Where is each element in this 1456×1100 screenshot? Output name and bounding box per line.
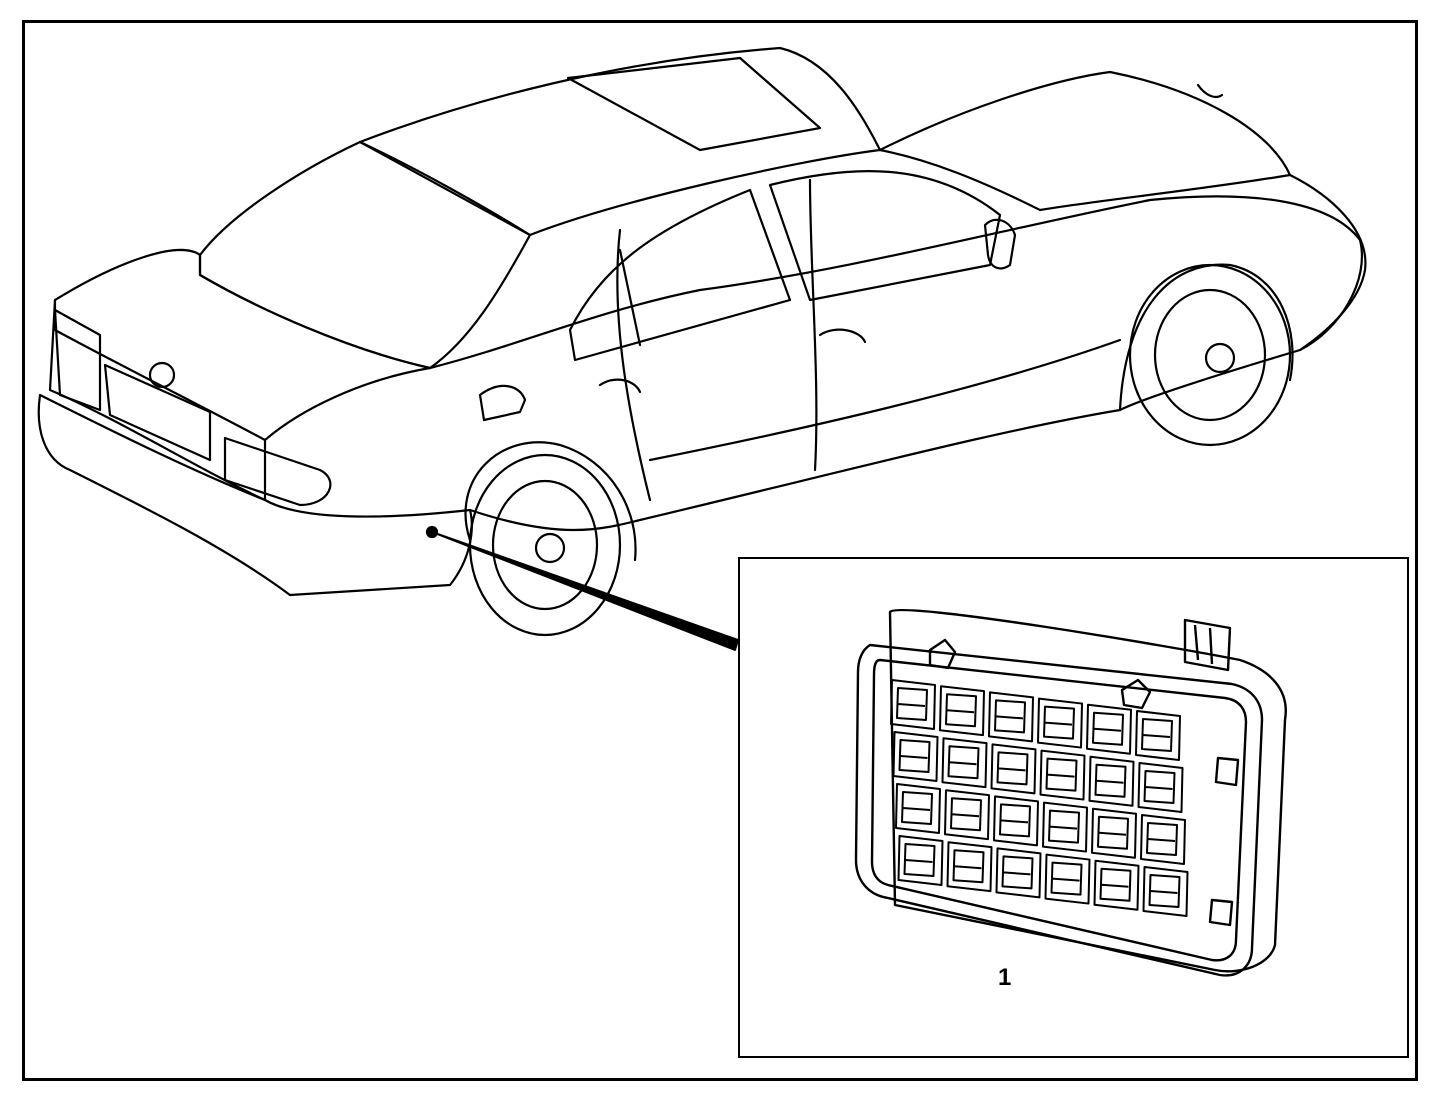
sunroof [566, 56, 822, 152]
side-clip-lower [1208, 898, 1234, 927]
license-plate [103, 363, 212, 462]
door-handle-front [818, 328, 867, 344]
fuse-slot [1093, 859, 1140, 911]
detail-inset [738, 557, 1409, 1058]
rear-door-window [568, 188, 792, 362]
body-side [428, 195, 1363, 532]
fuse-slot [946, 841, 993, 893]
fuse-slot [1135, 710, 1181, 761]
side-clip-upper [1214, 756, 1240, 787]
fuse-slot [1088, 755, 1135, 807]
side-molding [648, 338, 1122, 462]
fuse-slot [1039, 749, 1086, 801]
fuse-slot [1140, 814, 1186, 865]
car-roof [358, 46, 882, 237]
fuse-slot [1086, 703, 1132, 755]
rear-emblem [148, 361, 176, 389]
fuse-slot [1137, 762, 1184, 813]
fuse-slot [897, 835, 944, 886]
front-bumper [1288, 173, 1367, 352]
fuse-slot [995, 847, 1042, 899]
fuse-slot [1042, 801, 1088, 853]
mounting-tab [1183, 618, 1232, 672]
top-clip-left [928, 638, 957, 670]
callout-number: 1 [998, 964, 1012, 991]
tail-light-right [223, 436, 332, 507]
door-line-front [808, 178, 818, 472]
front-wheel-rim [1153, 288, 1267, 422]
fuse-slot [1091, 807, 1137, 859]
fuse-slot [941, 737, 988, 789]
tail-light-left [53, 308, 102, 412]
fuse-slot [1037, 697, 1083, 749]
fuse-box-back [888, 608, 1287, 973]
fuse-slot [939, 685, 985, 737]
fuse-slot [988, 691, 1034, 743]
front-door-window [768, 170, 1002, 302]
fuse-slot [944, 789, 990, 841]
c-pillar [618, 248, 642, 347]
front-wheel-hub [1204, 342, 1236, 374]
fuse-slot [895, 783, 941, 834]
fuse-slot [892, 731, 939, 782]
door-handle-rear [598, 378, 642, 394]
top-clip-right [1120, 678, 1152, 710]
fuse-slot [993, 795, 1039, 847]
fuel-door [478, 384, 527, 422]
fuse-slot [990, 743, 1037, 795]
antenna [1196, 83, 1224, 99]
figure-border [22, 20, 1418, 1081]
leader-line [431, 531, 739, 651]
fuse-box-frame [854, 643, 1264, 977]
rear-wheel-rim [491, 479, 599, 611]
fuse-slot [1142, 866, 1189, 917]
side-mirror [983, 218, 1017, 270]
rear-wheel-hub [534, 532, 566, 564]
fuse-slot [1044, 853, 1091, 905]
fuse-slot [890, 679, 936, 730]
